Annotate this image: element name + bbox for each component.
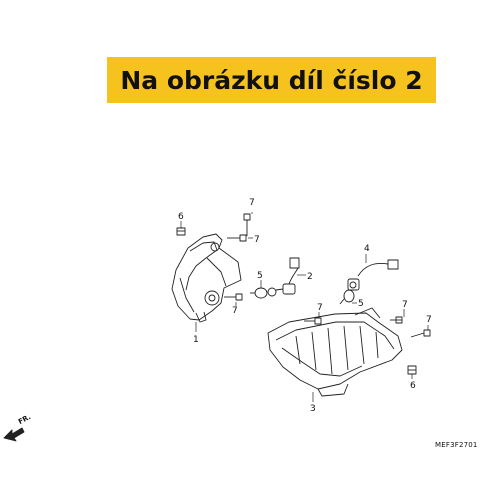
part-7-screw-lower bbox=[224, 293, 243, 301]
leader-lines bbox=[180, 212, 429, 402]
part-1-housing bbox=[171, 233, 242, 323]
part-6-nut-right bbox=[407, 365, 417, 375]
title-banner: Na obrázku díl číslo 2 bbox=[107, 57, 436, 103]
callout-6-right: 6 bbox=[410, 381, 416, 391]
callout-5-right: 5 bbox=[358, 299, 364, 309]
callout-4: 4 bbox=[364, 244, 370, 254]
part-7-screw-center bbox=[304, 317, 322, 325]
callout-7-far-right: 7 bbox=[426, 315, 432, 325]
part-4-socket bbox=[347, 259, 399, 291]
part-5-bulb-left bbox=[250, 287, 277, 299]
callout-5-left: 5 bbox=[257, 271, 263, 281]
part-7-screw-right bbox=[390, 316, 403, 324]
callout-3: 3 bbox=[310, 404, 316, 414]
part-3-lens bbox=[267, 307, 403, 397]
part-7-screw-far-right bbox=[410, 329, 431, 338]
part-7-screw-mid bbox=[227, 234, 247, 242]
callout-1: 1 bbox=[193, 335, 199, 345]
callout-7-right: 7 bbox=[402, 300, 408, 310]
callout-7-top: 7 bbox=[249, 198, 255, 208]
part-2-socket bbox=[275, 257, 300, 295]
callout-2: 2 bbox=[307, 272, 313, 282]
callout-7-upper: 7 bbox=[254, 235, 260, 245]
part-7-screw-top bbox=[243, 213, 251, 236]
callout-7-lower-left: 7 bbox=[232, 306, 238, 316]
callout-6-left: 6 bbox=[178, 212, 184, 222]
diagram-code: MEF3F2701 bbox=[435, 441, 478, 449]
banner-text: Na obrázku díl číslo 2 bbox=[120, 65, 423, 95]
callout-7-center: 7 bbox=[317, 303, 323, 313]
part-5-bulb-right bbox=[339, 289, 355, 305]
part-6-nut-left bbox=[176, 227, 186, 236]
front-arrow bbox=[3, 427, 25, 442]
